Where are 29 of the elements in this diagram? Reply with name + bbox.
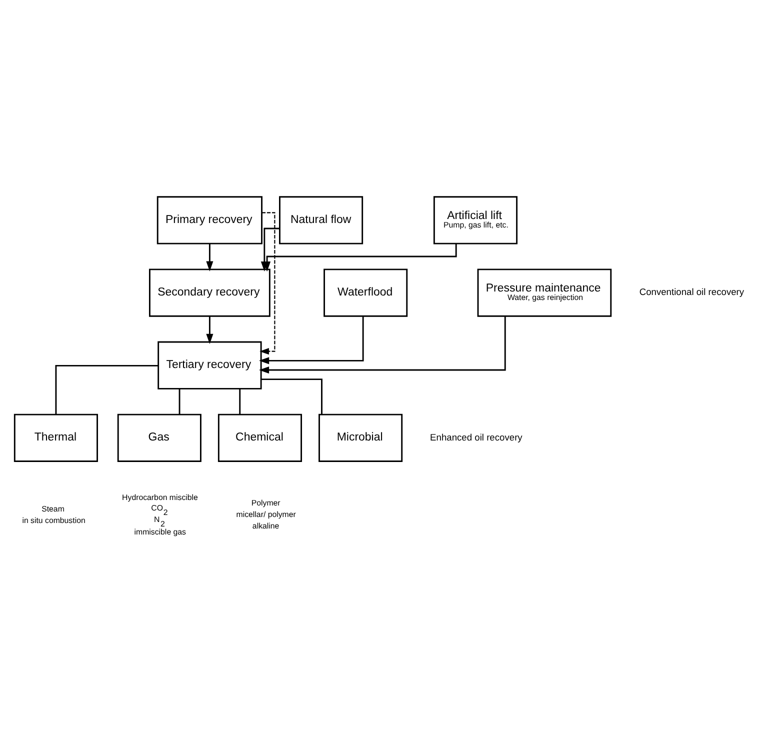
node-box: Gas [117,414,202,462]
node-label: alkaline [252,522,280,531]
node-label: immiscible gas [134,527,186,536]
label: Enhanced oil recovery [430,432,522,442]
connector [239,388,241,414]
node-box: Tertiary recovery [158,341,262,390]
node-box: Thermal [14,414,98,462]
node-box: Primary recovery [156,196,262,244]
label: Conventional oil recovery [639,287,744,298]
arrow [258,316,506,374]
node-label: Steam [42,504,64,514]
connector [261,378,322,414]
node-box: Microbial [318,414,403,462]
node-box: Secondary recovery [149,268,270,317]
node-box: Artificial lift Pump, gas lift, etc. [433,196,518,244]
node-box: Chemical [218,414,302,462]
connector [55,364,158,414]
node-label: micellar/ polymer [236,510,296,520]
node-box: Waterflood [324,268,408,317]
node-label: in situ combustion [22,516,86,525]
node-label: Polymer [251,498,280,508]
node-label: Hydrocarbon miscible [122,492,198,502]
arrow [259,316,364,364]
arrow [206,244,214,272]
node-box: Pressure maintenance Water, gas reinjection [477,268,612,317]
connector [178,388,180,414]
node-box: Natural flow [279,196,364,244]
arrow [206,316,214,344]
arrow [264,244,457,272]
